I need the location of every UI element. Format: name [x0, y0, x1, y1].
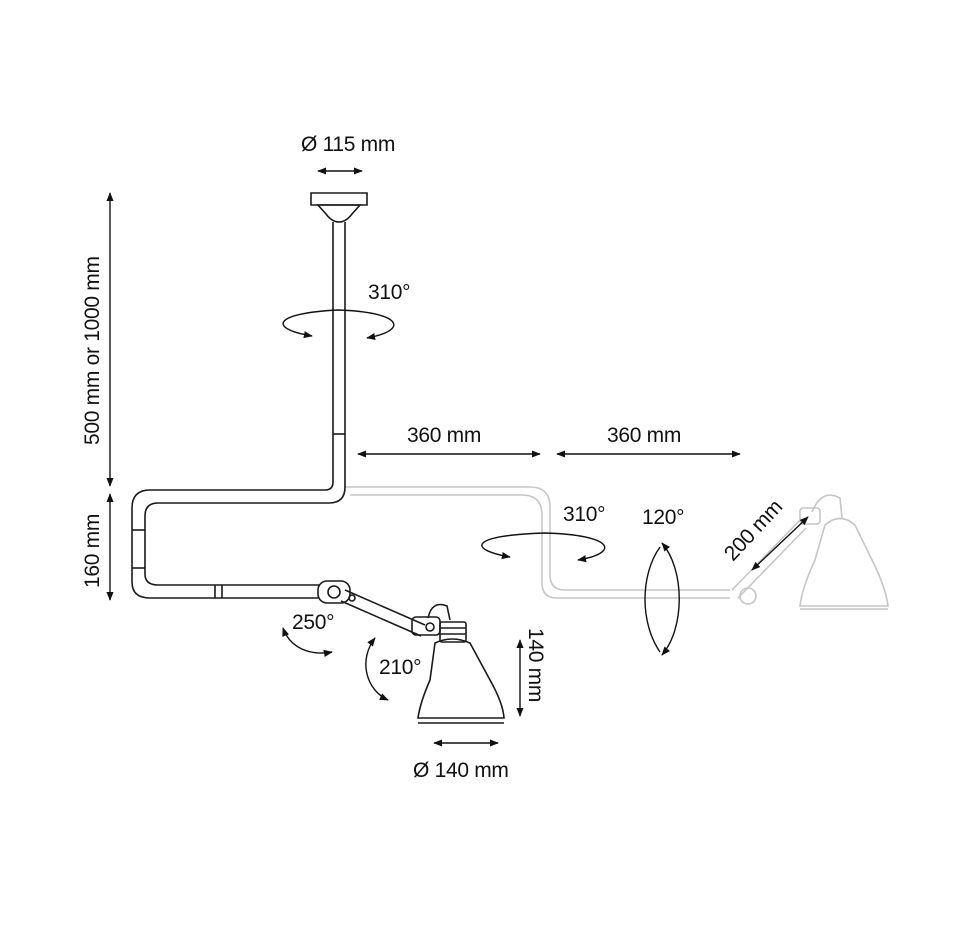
- ghost-lamp-alternate-position: [344, 486, 889, 610]
- label-elbow-height: 160 mm: [81, 514, 104, 588]
- label-arm-rotation: 310°: [563, 503, 605, 526]
- label-shade-diameter: Ø 140 mm: [413, 759, 509, 782]
- ceiling-canopy: [310, 192, 368, 206]
- rotation-arrow-head: [365, 637, 389, 701]
- stem-tube: [131, 434, 334, 599]
- lamp-main: [131, 192, 505, 724]
- label-joint-rotation: 250°: [292, 611, 334, 634]
- dimension-lines: [106, 167, 809, 747]
- lamp-shade: [417, 638, 505, 719]
- rotation-arrow-stem: [282, 309, 395, 341]
- label-small-arm-length: 200 mm: [720, 496, 787, 566]
- label-drop-length: 500 mm or 1000 mm: [81, 256, 104, 445]
- rotation-arrow-joint: [282, 627, 333, 657]
- rotation-arrow-vertical: [661, 542, 680, 656]
- label-canopy-diameter: Ø 115 mm: [301, 133, 395, 156]
- label-shade-height: 140 mm: [524, 628, 547, 702]
- label-head-rotation: 210°: [379, 656, 421, 679]
- label-arm-length-2: 360 mm: [607, 424, 681, 447]
- rotation-arrow-arm: [481, 532, 606, 563]
- dim-small-arm-length: [751, 516, 809, 571]
- dimension-labels: Ø 115 mm 310° 500 mm or 1000 mm 160 mm 3…: [81, 133, 787, 782]
- arm-joint: [317, 580, 351, 604]
- label-stem-rotation: 310°: [368, 281, 410, 304]
- label-arm-length-1: 360 mm: [407, 424, 481, 447]
- label-vertical-rotation: 120°: [642, 506, 684, 529]
